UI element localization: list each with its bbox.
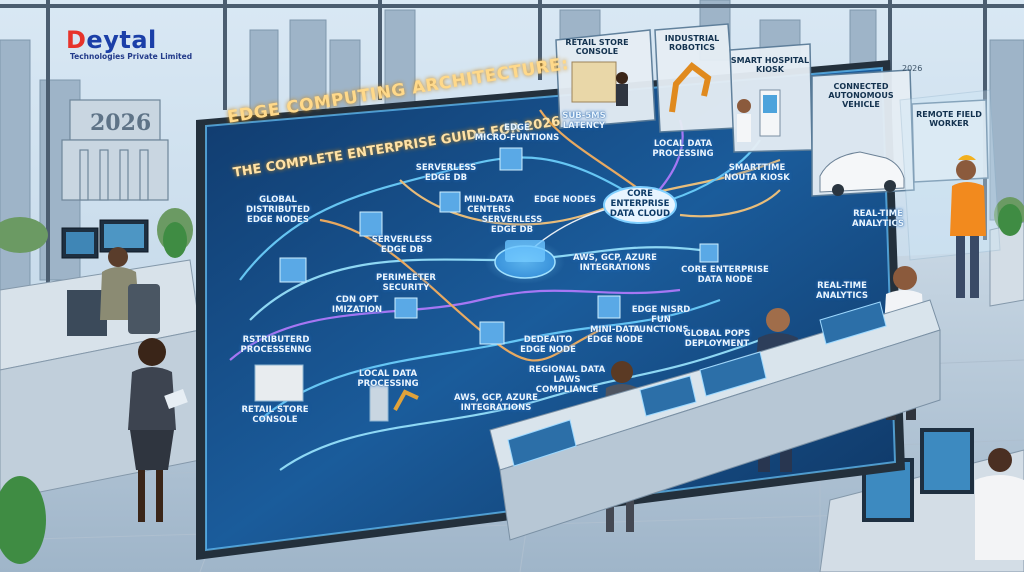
- label-sub-5ms-latency: Sub-5ms Latency: [562, 111, 606, 131]
- label-aws-gcp-azure-bottom: AWS, GCP, Azure Integrations: [454, 393, 538, 413]
- card-smart-hospital-kiosk: Smart Hospital Kiosk: [730, 56, 810, 75]
- company-logo: Deytal Technologies Private Limited: [66, 26, 196, 61]
- label-local-data-processing-bottom: Local Data Processing: [357, 369, 419, 389]
- label-real-time-analytics-board: Real-Time Analytics: [852, 209, 904, 229]
- label-mini-data-edge-node: Mini-Data Edge Node: [587, 325, 643, 345]
- right-workstations: [819, 221, 1024, 572]
- board-nodes: [254, 147, 719, 422]
- label-regional-data-laws: Regional Data Laws Compliance: [528, 365, 606, 395]
- label-mini-data-centers: Mini-Data Centers: [463, 195, 515, 215]
- label-edge-nodes: Edge Nodes: [534, 195, 596, 205]
- logo-name: Deytal: [66, 26, 157, 54]
- label-smarttime-kiosk: Smarttime Nouta Kiosk: [724, 163, 790, 183]
- card-connected-vehicle: Connected Autonomous Vehicle: [828, 82, 894, 110]
- label-serverless-edge-db-top: Serverless Edge DB: [415, 163, 477, 183]
- building-year-small: 2026: [902, 64, 923, 73]
- label-serverless-edge-db-mid: Serverless Edge DB: [481, 215, 543, 235]
- card-industrial-robotics: Industrial Robotics: [664, 34, 720, 53]
- plants: [0, 204, 1022, 564]
- label-cdn-optimization: CDN Opt imization: [331, 295, 383, 315]
- building-year-sign: 2026: [90, 110, 152, 136]
- label-aws-gcp-azure-mid: AWS, GCP, Azure Integrations: [573, 253, 657, 273]
- label-dedicated-edge-node: Dedeaito Edge Node: [520, 335, 576, 355]
- landmark-building: [61, 99, 169, 201]
- label-global-edge-nodes: Global Distributed Edge Nodes: [246, 195, 310, 225]
- label-edge-hybrid-functions: Edge Nisrd Fun Functions: [631, 305, 691, 335]
- label-serverless-edge-db-left: Serverless Edge DB: [371, 235, 433, 255]
- logo-subtitle: Technologies Private Limited: [70, 52, 193, 61]
- label-core-cloud: Core Enterprise Data Cloud: [609, 189, 671, 219]
- label-global-pops-deployment: Global Pops Deployment: [683, 329, 751, 349]
- label-perimeter-security: Perimeeter Security: [376, 273, 436, 293]
- label-distributed-processing: Rstributerd Processenng: [240, 335, 312, 355]
- label-local-data-processing-top: Local Data Processing: [652, 139, 714, 159]
- label-retail-store-console-bottom: Retail Store Console: [241, 405, 309, 425]
- label-core-enterprise-data-node: Core Enterprise Data Node: [681, 265, 769, 285]
- card-retail-store-console: Retail Store Console: [565, 38, 629, 57]
- label-edge-micro-funtions: Edge Micro-Funtions: [474, 123, 560, 143]
- front-desks: [489, 299, 941, 541]
- card-remote-field-worker: Remote Field Worker: [916, 110, 982, 129]
- label-desk-real-time-analytics: Real-Time Analytics: [816, 281, 868, 301]
- logo-wordmark: eytal: [86, 26, 157, 54]
